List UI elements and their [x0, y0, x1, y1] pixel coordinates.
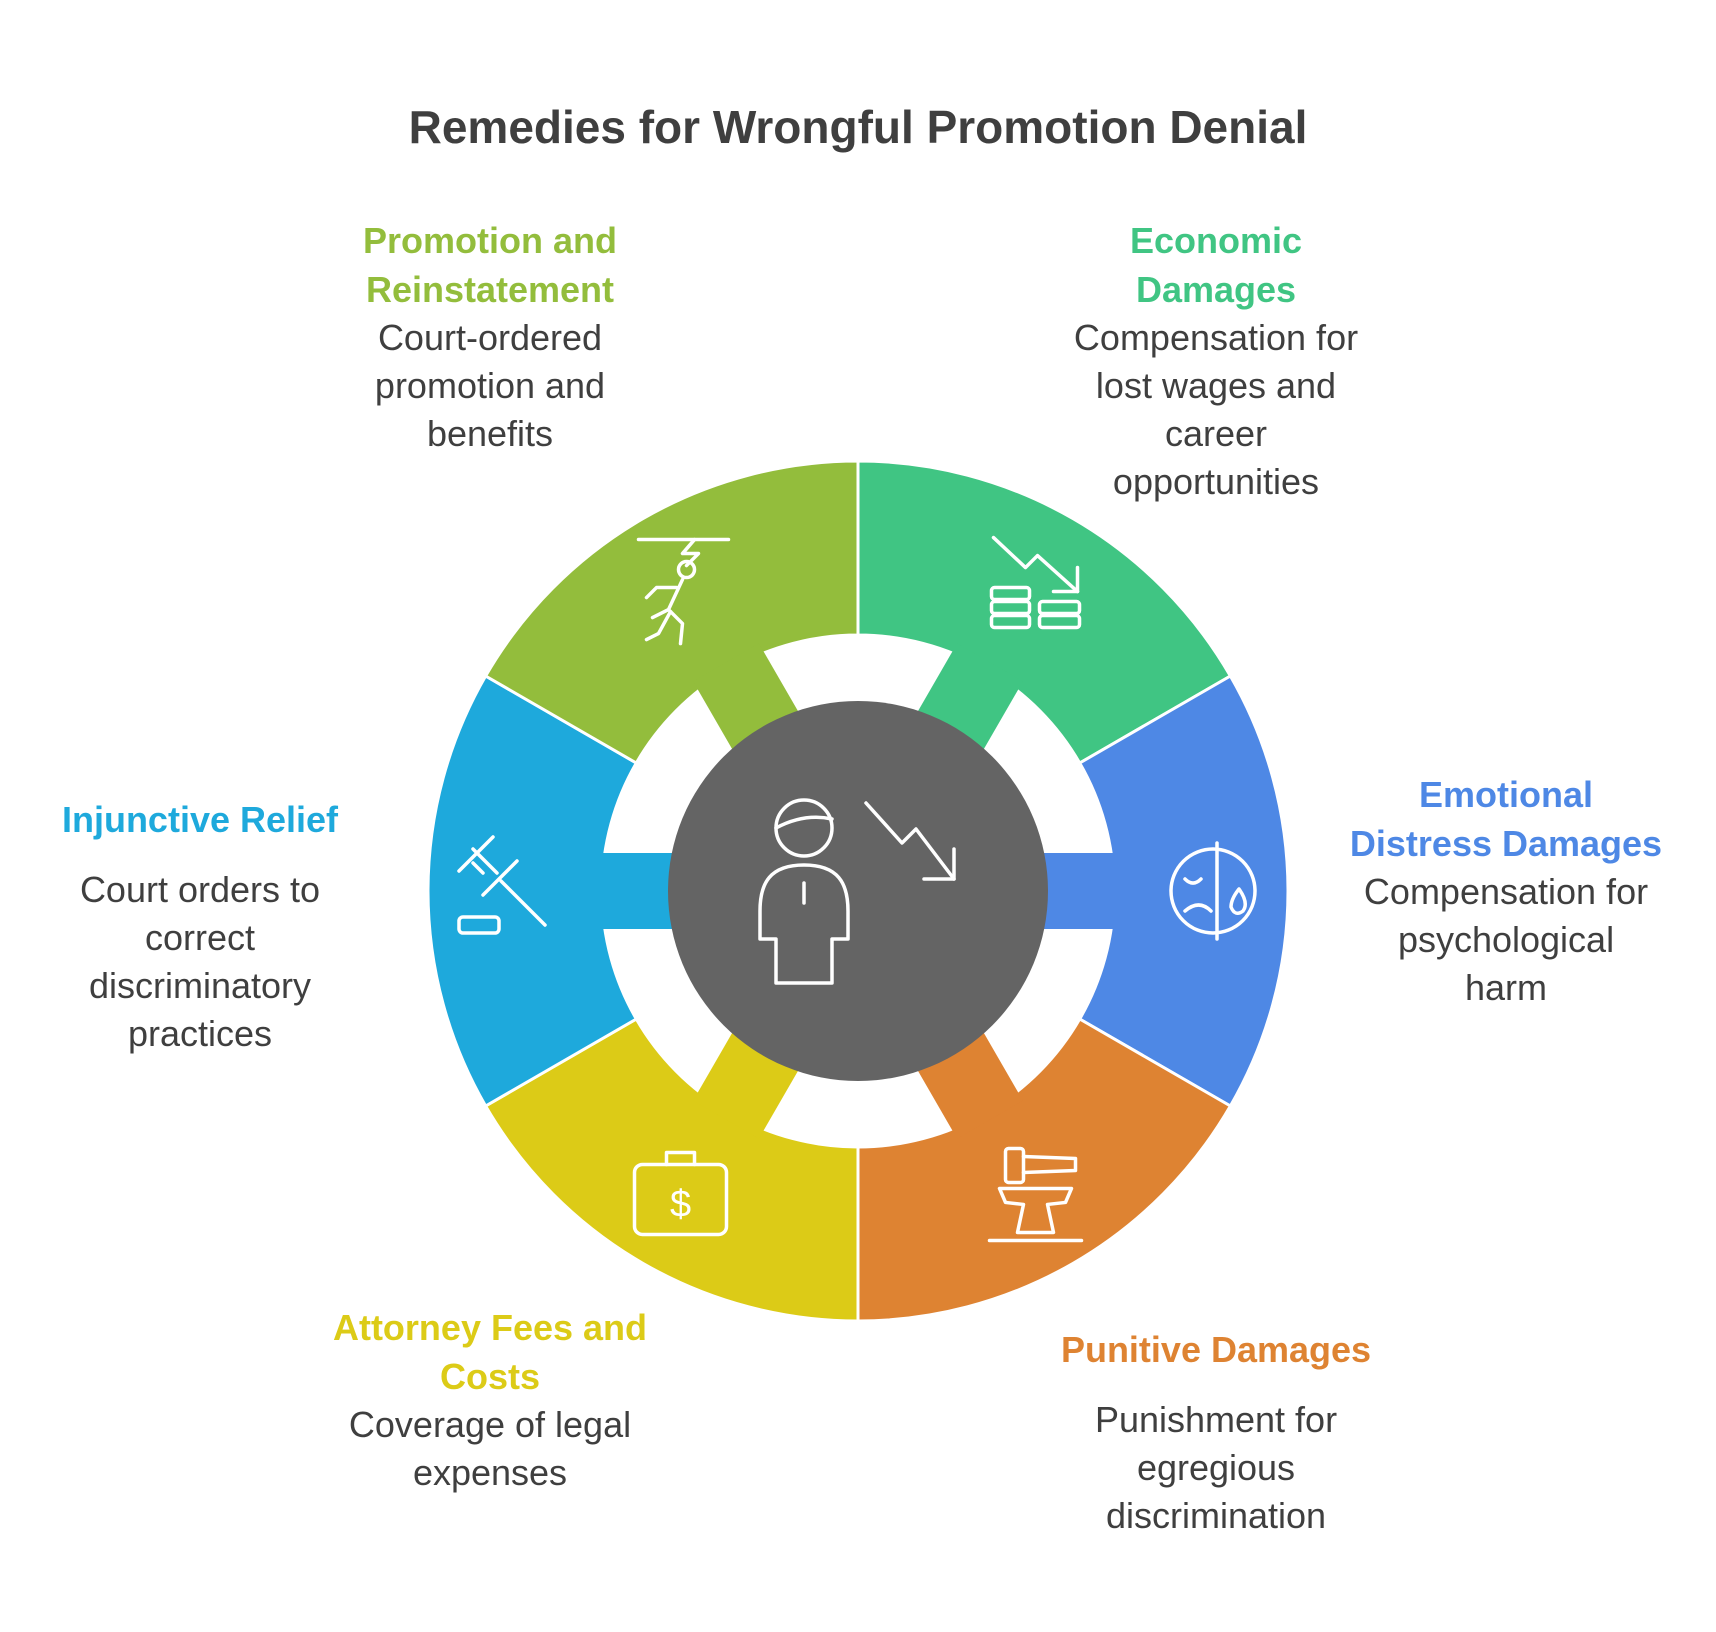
hammer-anvil-icon	[987, 1146, 1084, 1243]
segment-description: Compensation for lost wages and career o…	[1036, 314, 1396, 506]
diagram-title: Remedies for Wrongful Promotion Denial	[408, 101, 1308, 153]
segment-title-line: Reinstatement	[365, 269, 615, 310]
segment-desc-line: promotion and	[374, 365, 606, 406]
segment-ring-arc	[483, 1016, 860, 1323]
label-economic-damages: Economic Damages Compensation for lost w…	[1036, 216, 1396, 506]
segment-title-line: Emotional	[1418, 774, 1593, 815]
segment-title-line: Injunctive Relief	[61, 799, 339, 840]
segment-title-line: Punitive Damages	[1060, 1329, 1372, 1370]
segment-title: Economic Damages	[1036, 216, 1396, 314]
segment-connector	[594, 853, 678, 929]
segment-title-line: Damages	[1135, 269, 1297, 310]
dollar-glyph: $	[670, 1183, 691, 1225]
segment-desc-line: discrimination	[1105, 1495, 1327, 1536]
segment-desc-line: career	[1164, 413, 1268, 454]
segment-title: Promotion and Reinstatement	[310, 216, 670, 314]
segment-desc-line: Court-ordered	[377, 317, 603, 358]
segment-desc-line: correct	[144, 917, 256, 958]
segment-title-line: Attorney Fees and	[332, 1307, 648, 1348]
wheel-icons: $	[457, 535, 1257, 1243]
segment-title: Emotional Distress Damages	[1326, 770, 1686, 868]
segment-title: Injunctive Relief	[20, 795, 380, 844]
segment-desc-line: benefits	[426, 413, 554, 454]
segment-desc-line: Compensation for	[1363, 871, 1649, 912]
segment-description: Coverage of legal expenses	[310, 1401, 670, 1497]
segment-title-line: Distress Damages	[1349, 823, 1663, 864]
segment-injunctive-relief	[426, 673, 678, 1109]
label-injunctive-relief: Injunctive Relief Court orders to correc…	[20, 795, 380, 1058]
segment-description: Compensation for psychological harm	[1326, 868, 1686, 1012]
segment-title-line: Costs	[439, 1356, 541, 1397]
label-punitive-damages: Punitive Damages Punishment for egregiou…	[1036, 1325, 1396, 1540]
segment-title: Punitive Damages	[1036, 1325, 1396, 1374]
segment-desc-line: Punishment for	[1094, 1399, 1338, 1440]
segment-description: Punishment for egregious discrimination	[1036, 1396, 1396, 1540]
segment-desc-line: Court orders to	[79, 869, 321, 910]
segment-title: Attorney Fees and Costs	[310, 1303, 670, 1401]
segment-desc-line: egregious	[1136, 1447, 1296, 1488]
label-emotional-distress-damages: Emotional Distress Damages Compensation …	[1326, 770, 1686, 1012]
segment-desc-line: harm	[1464, 967, 1548, 1008]
gavel-icon	[457, 835, 547, 935]
segment-ring-arc	[426, 673, 639, 1109]
segment-desc-line: discriminatory	[88, 965, 312, 1006]
segment-desc-line: Compensation for	[1073, 317, 1359, 358]
coins-decline-icon	[989, 535, 1082, 630]
segment-desc-line: expenses	[412, 1452, 568, 1493]
climbing-person-icon	[636, 537, 731, 646]
segment-desc-line: practices	[127, 1013, 273, 1054]
hub-circle	[668, 701, 1048, 1081]
label-attorney-fees-and-costs: Attorney Fees and Costs Coverage of lega…	[310, 1303, 670, 1497]
segment-description: Court orders to correct discriminatory p…	[20, 866, 380, 1058]
segment-connector	[1038, 853, 1122, 929]
segment-desc-line: psychological	[1397, 919, 1615, 960]
segment-desc-line: Coverage of legal	[348, 1404, 632, 1445]
segment-ring-arc	[1077, 673, 1290, 1109]
money-bag-icon: $	[632, 1150, 729, 1237]
segment-title-line: Promotion and	[363, 220, 617, 261]
segment-title-line: Economic	[1129, 220, 1303, 261]
segment-desc-line: opportunities	[1112, 461, 1320, 502]
sad-face-tear-icon	[1169, 841, 1257, 941]
segment-description: Court-ordered promotion and benefits	[310, 314, 670, 458]
segment-emotional-distress-damages	[1038, 673, 1290, 1109]
wheel-hub	[668, 701, 1048, 1081]
segment-desc-line: lost wages and	[1095, 365, 1337, 406]
label-promotion-and-reinstatement: Promotion and Reinstatement Court-ordere…	[310, 216, 670, 458]
person-decline-icon	[758, 798, 956, 985]
